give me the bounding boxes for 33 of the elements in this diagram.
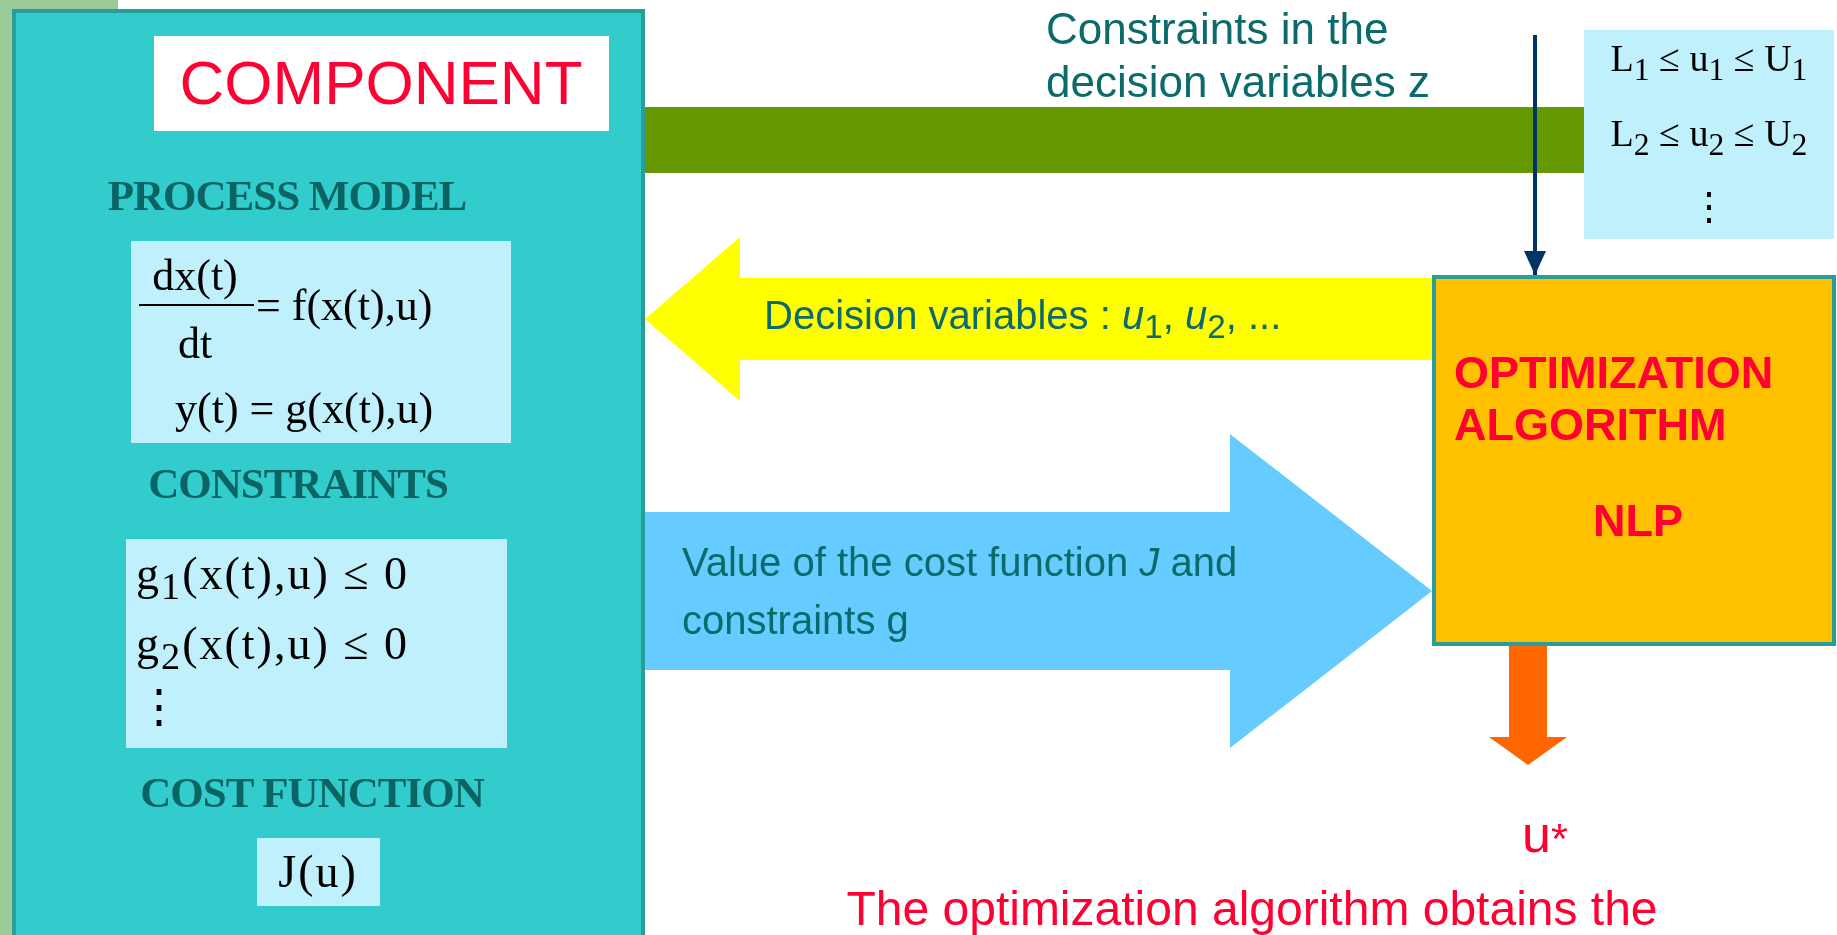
algorithm-title: OPTIMIZATION ALGORITHM — [1454, 347, 1775, 451]
component-title: COMPONENT — [179, 47, 583, 119]
section-heading: PROCESS MODEL — [107, 171, 467, 221]
block-arrow — [645, 434, 1432, 748]
edge-label: Decision variables : u$_{1}$, u$_{2}$, ... — [764, 292, 1282, 346]
equation-box — [257, 838, 380, 906]
equation-text: L$_{1}$ ≤ u$_{1}$ ≤ U$_{1}$ — [1610, 37, 1808, 89]
edge-label: Constraints in the decision variables z — [1046, 3, 1431, 108]
process-box — [1432, 275, 1836, 646]
ellipsis-text: ⋮ — [1690, 186, 1728, 230]
equation-text: = f(x(t),u) — [256, 280, 433, 332]
method-name: NLP — [1593, 495, 1683, 547]
edge-label: Value of the cost function J and constraints g — [682, 539, 1239, 644]
equation-text: y(t) = g(x(t),u) — [175, 383, 434, 435]
note-text: The optimization algorithm obtains the — [846, 880, 1658, 935]
equation-text: g$_{2}$(x(t),u) ≤ 0 — [136, 617, 409, 679]
equation-box — [131, 241, 511, 443]
arrow — [1524, 35, 1546, 275]
connector-bar — [645, 107, 1584, 173]
block-arrow — [645, 237, 1432, 401]
ellipsis-text: ⋮ — [136, 680, 182, 734]
section-heading: CONSTRAINTS — [148, 459, 448, 509]
title-box — [154, 36, 609, 131]
equation-box — [126, 539, 507, 748]
equation-text: dx(t) — [152, 250, 238, 302]
equation-text: J(u) — [278, 845, 358, 899]
block-arrow — [1489, 646, 1567, 765]
component-panel — [12, 9, 645, 935]
equation-text: dt — [177, 318, 213, 370]
equation-text: g$_{1}$(x(t),u) ≤ 0 — [136, 547, 409, 609]
section-heading: COST FUNCTION — [140, 768, 484, 818]
equation-text: L$_{2}$ ≤ u$_{2}$ ≤ U$_{2}$ — [1610, 112, 1808, 164]
equation-box — [1584, 30, 1834, 239]
